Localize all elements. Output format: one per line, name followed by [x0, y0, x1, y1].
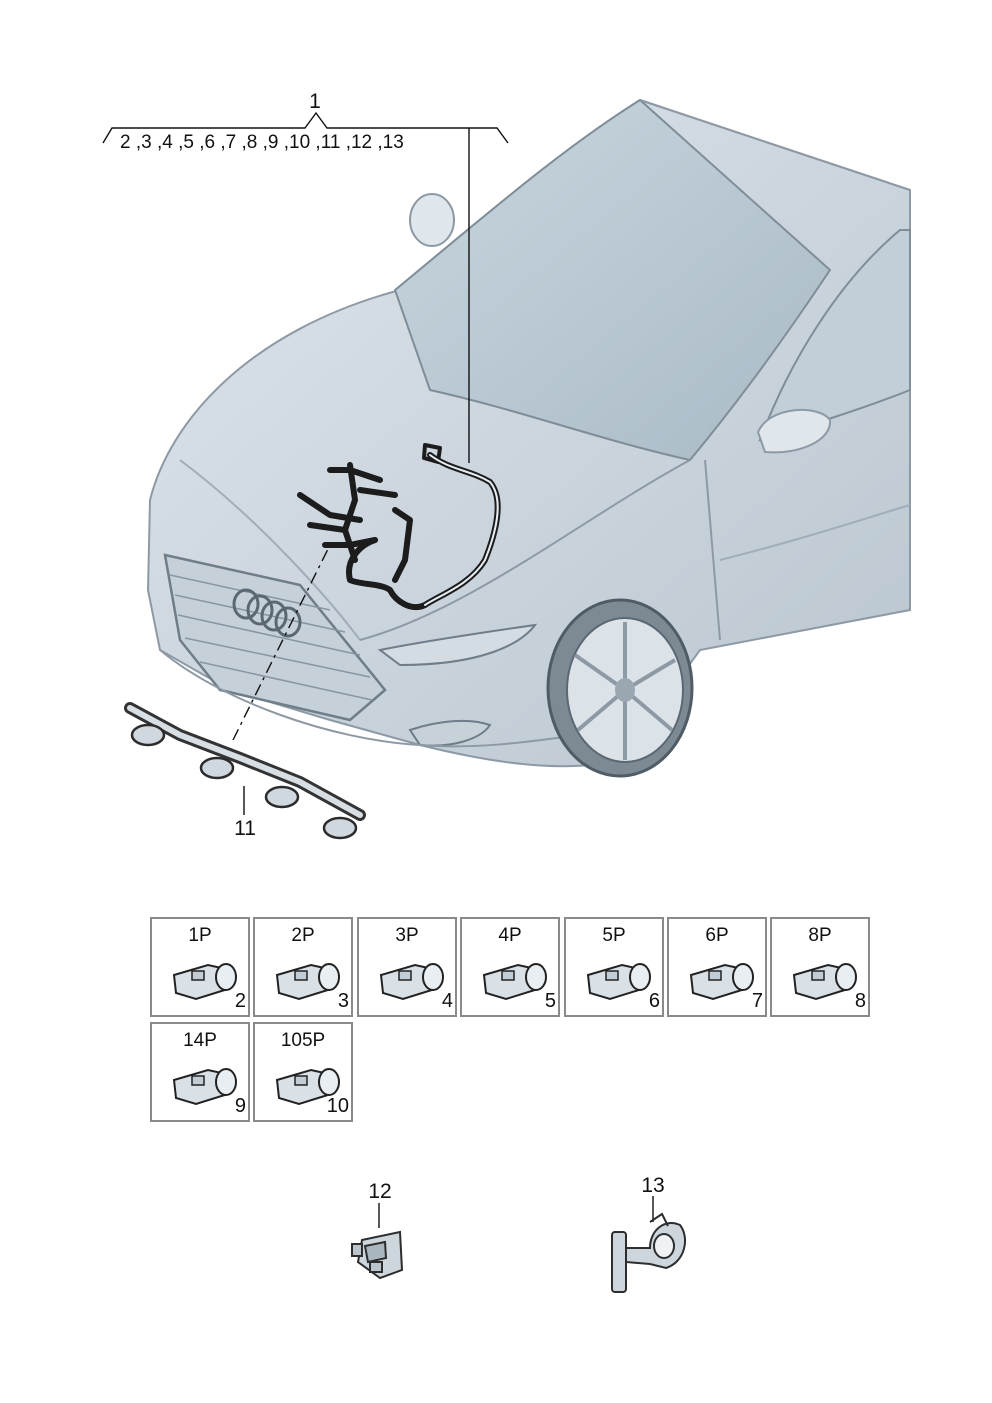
- part-number: 10: [326, 1095, 349, 1117]
- connector-cell: 4P 5: [460, 917, 560, 1017]
- connector-cell: 14P 9: [150, 1022, 250, 1122]
- car-illustration: [146, 98, 911, 778]
- assembly-callout: 1: [309, 90, 321, 113]
- connector-cell: 5P 6: [564, 917, 664, 1017]
- connector-cell: 3P 4: [357, 917, 457, 1017]
- logo-rings: [232, 588, 302, 638]
- part-number: 4: [441, 990, 453, 1012]
- part-number: 8: [854, 990, 866, 1012]
- connector-cell: 1P 2: [150, 917, 250, 1017]
- part-number: 9: [234, 1095, 246, 1117]
- clip-part-12: [351, 1230, 404, 1280]
- engine-wiring-harness-inner: [424, 454, 499, 606]
- connector-icon: [689, 963, 754, 1001]
- hood-crease: [179, 459, 361, 641]
- leader-lines: [102, 111, 654, 1228]
- right-mirror: [756, 408, 832, 454]
- left-mirror: [409, 193, 455, 247]
- pin-count-label: 2P: [291, 925, 315, 946]
- pin-count-label: 8P: [808, 925, 832, 946]
- part-number: 5: [544, 990, 556, 1012]
- clip-b-callout: 13: [641, 1174, 664, 1197]
- pin-count-label: 105P: [280, 1030, 326, 1051]
- connector-icon: [275, 963, 340, 1001]
- connector-icon: [586, 963, 651, 1001]
- part-number: 6: [648, 990, 660, 1012]
- side-crease: [719, 504, 911, 561]
- connector-icon: [379, 963, 444, 1001]
- pin-count-label: 4P: [498, 925, 522, 946]
- connector-icon: [172, 1068, 237, 1106]
- pin-count-label: 6P: [705, 925, 729, 946]
- part-number: 7: [751, 990, 763, 1012]
- connector-icon: [482, 963, 547, 1001]
- assembly-bracket: [102, 111, 509, 144]
- connector-icon: [275, 1068, 340, 1106]
- bumper: [159, 649, 581, 748]
- connector-cell: 105P 10: [253, 1022, 353, 1122]
- connector-cell: 6P 7: [667, 917, 767, 1017]
- pin-count-label: 3P: [395, 925, 419, 946]
- connector-icon: [792, 963, 857, 1001]
- pin-count-label: 5P: [602, 925, 626, 946]
- part-number: 2: [234, 990, 246, 1012]
- connector-cell: 8P 8: [770, 917, 870, 1017]
- clip-a-callout: 12: [368, 1180, 391, 1203]
- connector-icon: [172, 963, 237, 1001]
- part-number: 3: [337, 990, 349, 1012]
- hood-edge: [359, 459, 691, 641]
- grille: [163, 553, 387, 722]
- assembly-refs: 2 ,3 ,4 ,5 ,6 ,7 ,8 ,9 ,10 ,11 ,12 ,13: [120, 132, 404, 153]
- pin-count-label: 1P: [188, 925, 212, 946]
- front-wheel: [546, 598, 694, 778]
- connector-cell: 2P 3: [253, 917, 353, 1017]
- door-line: [704, 459, 721, 641]
- harness-leader-dashed: [232, 544, 331, 741]
- roof-line: [639, 99, 911, 191]
- sensor-harness-part: [124, 702, 366, 840]
- headlight: [377, 623, 538, 667]
- harness-callout: 11: [234, 817, 256, 840]
- windshield: [393, 98, 832, 462]
- clip-part-13: [611, 1212, 686, 1293]
- pin-count-label: 14P: [183, 1030, 217, 1051]
